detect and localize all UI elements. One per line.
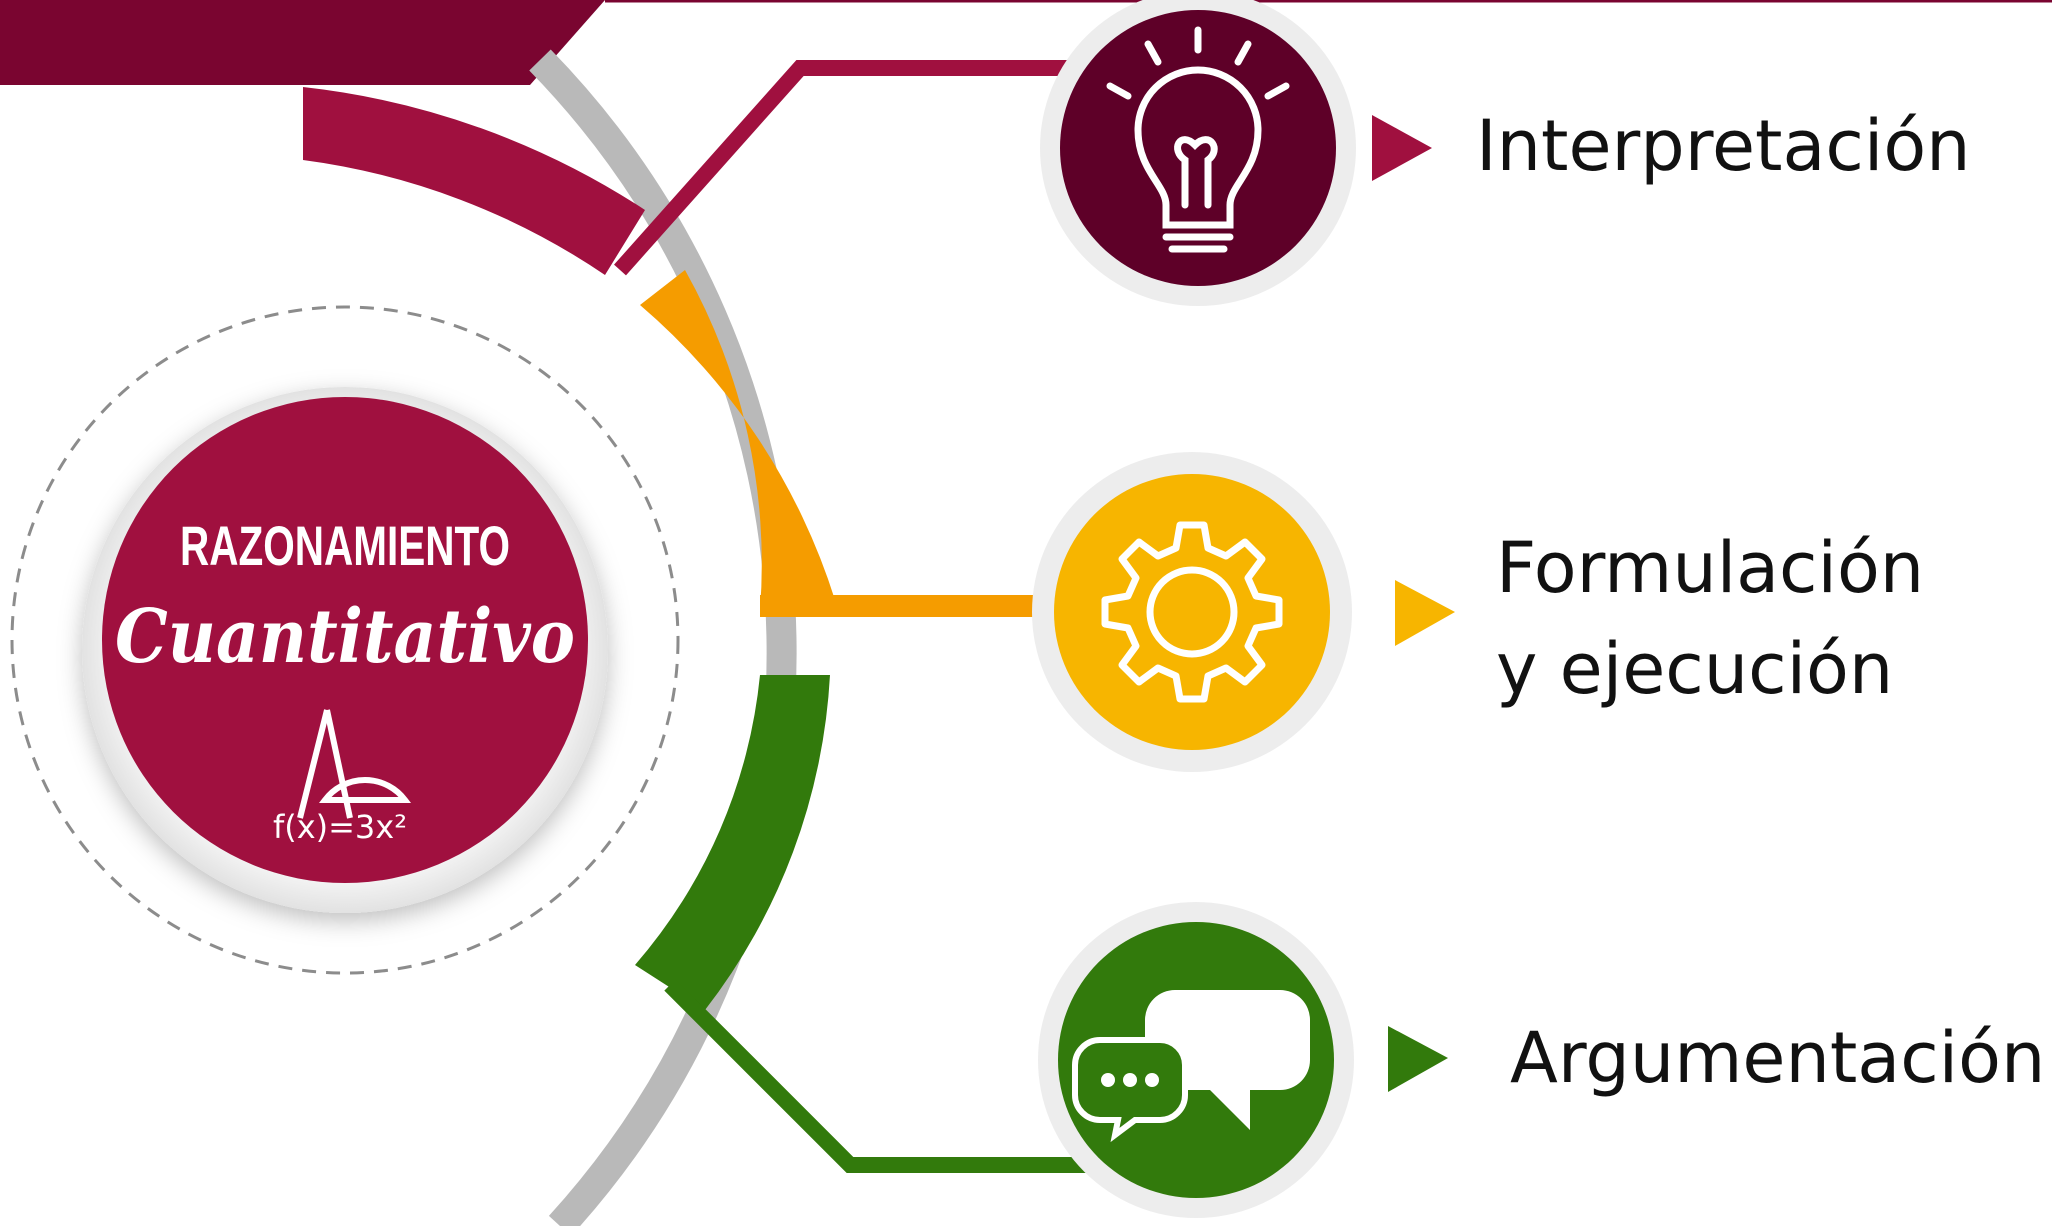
item-label-line1: Formulación <box>1496 527 1924 609</box>
logo-title-line2: Cuantitativo <box>115 594 575 680</box>
lightbulb-icon <box>1106 26 1290 253</box>
arrow-marker <box>1372 115 1432 181</box>
item-formulacion: Formulación y ejecución <box>1032 452 1924 772</box>
item-interpretacion: Interpretación <box>1040 0 1971 306</box>
item-label-line2: y ejecución <box>1496 628 1893 710</box>
logo: RAZONAMIENTO Cuantitativo f(x)=3x² <box>82 387 608 913</box>
arrow-marker <box>1388 1026 1448 1092</box>
arrow-marker <box>1395 580 1455 646</box>
maroon-connector <box>614 60 1100 276</box>
top-banner <box>0 0 605 85</box>
logo-formula: f(x)=3x² <box>273 808 407 846</box>
logo-title-line1: RAZONAMIENTO <box>180 514 510 577</box>
icon-circle <box>1060 10 1336 286</box>
green-arc <box>635 675 830 1010</box>
item-label: Argumentación <box>1510 1017 2045 1099</box>
orange-arc <box>640 270 835 610</box>
item-argumentacion: Argumentación <box>1038 902 2045 1218</box>
logo-disc <box>102 397 588 883</box>
item-label: Interpretación <box>1476 105 1971 187</box>
gear-icon <box>1101 521 1283 703</box>
icon-circle <box>1054 474 1330 750</box>
green-connector <box>664 979 1120 1173</box>
dashed-ring <box>10 305 680 975</box>
geometry-tools-icon <box>297 709 412 819</box>
maroon-arc <box>303 87 645 275</box>
speech-bubbles-icon <box>1072 990 1310 1143</box>
